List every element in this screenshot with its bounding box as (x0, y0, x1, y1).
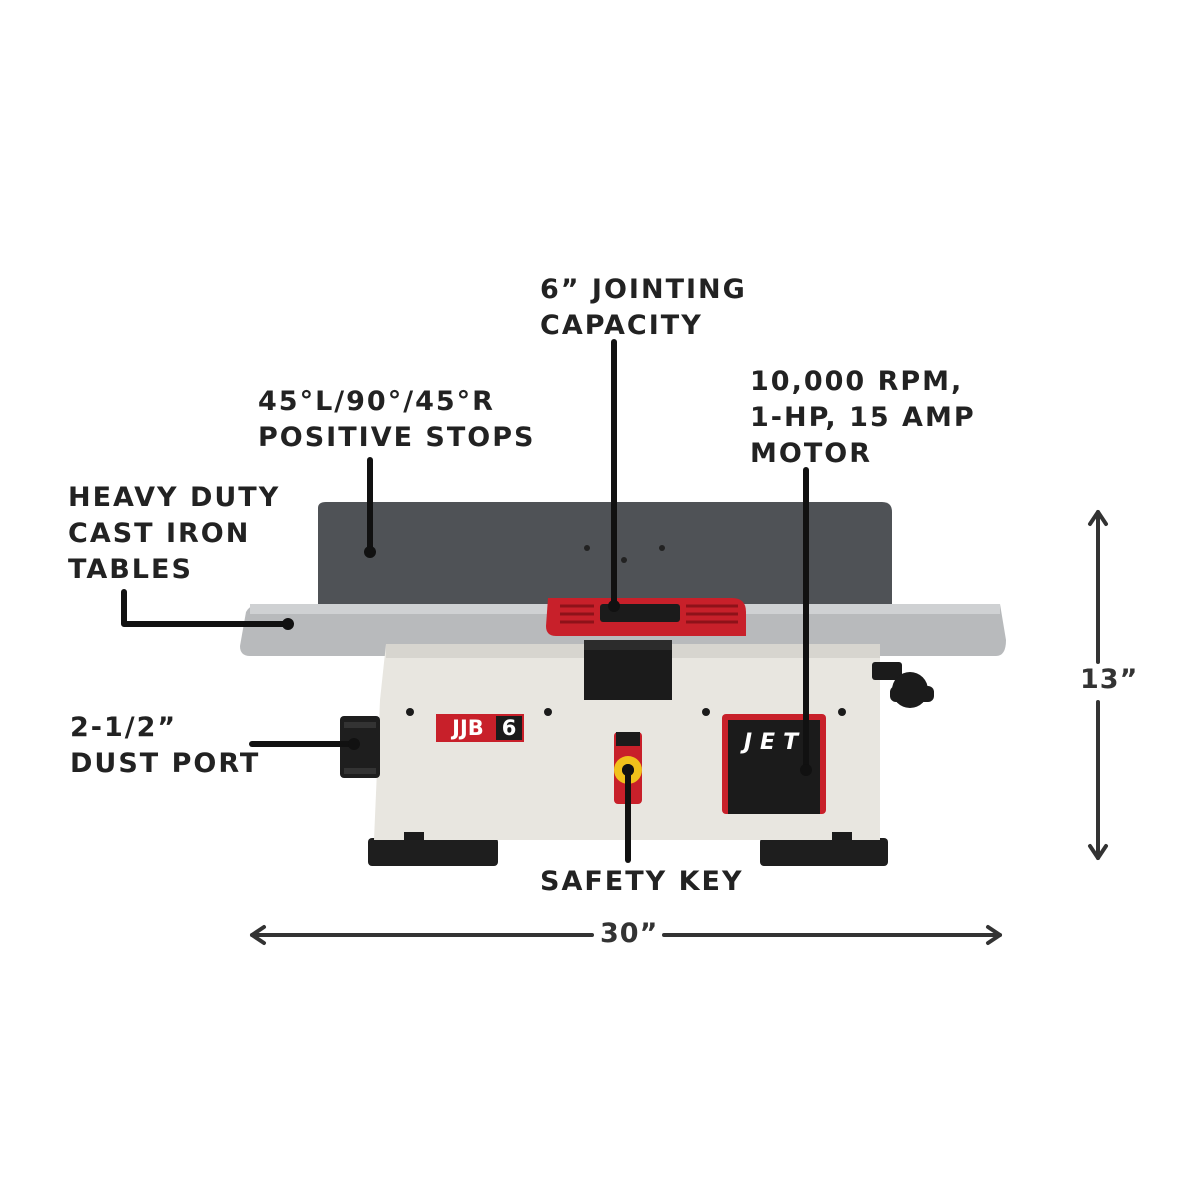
motor-callout-line-2: 1-HP, 15 AMP (750, 402, 976, 433)
dust-port (340, 716, 380, 778)
stops-callout: 45°L/90°/45°R POSITIVE STOPS (258, 384, 536, 456)
motor-callout: 10,000 RPM, 1-HP, 15 AMP MOTOR (750, 364, 976, 472)
stops-callout-line-1: 45°L/90°/45°R (258, 386, 495, 417)
model-prefix: JJB (452, 716, 484, 740)
height-dimension-label: 13” (1080, 664, 1139, 695)
width-dimension-label: 30” (600, 918, 659, 949)
capacity-callout-line-1: 6” JOINTING (540, 274, 747, 305)
adjustment-knob (872, 662, 934, 708)
cutter-guard-plate (546, 598, 746, 636)
left-foot (368, 838, 498, 866)
motor-callout-line-1: 10,000 RPM, (750, 366, 964, 397)
model-label: JJB (440, 715, 496, 741)
brand-logo: JET (743, 730, 807, 755)
stops-callout-line-2: POSITIVE STOPS (258, 422, 536, 453)
tables-callout-line-2: CAST IRON (68, 518, 251, 549)
model-number: 6 (501, 716, 517, 740)
tables-callout-line-1: HEAVY DUTY (68, 482, 281, 513)
safety-key-callout: SAFETY KEY (540, 864, 744, 900)
capacity-callout-line-2: CAPACITY (540, 310, 703, 341)
tables-leader (121, 589, 291, 627)
safety-key-callout-text: SAFETY KEY (540, 866, 744, 897)
capacity-callout: 6” JOINTING CAPACITY (540, 272, 747, 344)
tables-callout-line-3: TABLES (68, 554, 193, 585)
tables-callout: HEAVY DUTY CAST IRON TABLES (68, 480, 280, 588)
dust-port-callout-line-2: DUST PORT (70, 748, 261, 779)
dust-port-callout: 2-1/2” DUST PORT (70, 710, 260, 782)
right-foot (760, 838, 888, 866)
motor-callout-line-3: MOTOR (750, 438, 872, 469)
dust-port-callout-line-1: 2-1/2” (70, 712, 178, 743)
fence (318, 502, 892, 606)
